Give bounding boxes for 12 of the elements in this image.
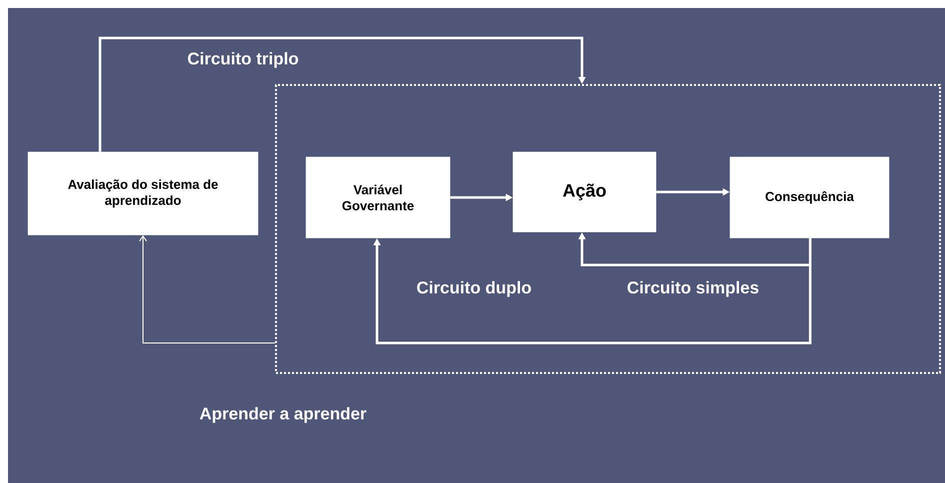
arrow	[139, 235, 276, 344]
process-box: Consequência	[730, 156, 890, 238]
edge-label: Circuito duplo	[415, 280, 533, 298]
dotted-frame	[275, 84, 941, 374]
process-box: Avaliação do sistema de aprendizado	[28, 152, 258, 236]
process-box: Ação	[512, 152, 656, 232]
edge-label: Circuito simples	[626, 280, 760, 298]
edge-label: Circuito triplo	[186, 51, 300, 69]
arrow	[98, 36, 586, 152]
arrow	[373, 238, 812, 344]
process-box: Variável Governante	[306, 156, 450, 238]
loop-label: Aprender a aprender	[200, 407, 366, 423]
